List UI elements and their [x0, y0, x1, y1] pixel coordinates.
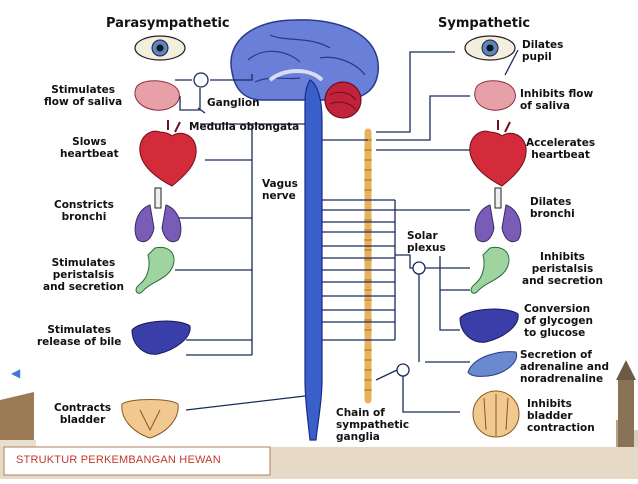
medulla-label: Medulla oblongata — [189, 121, 300, 133]
heart-icon — [139, 120, 197, 187]
spinal-cord-icon — [304, 79, 323, 441]
para-effect-bronchi: Constricts bronchi — [54, 199, 114, 223]
stomach-icon — [470, 246, 510, 294]
speaker-icon[interactable]: ◀ — [11, 366, 21, 380]
footer-title: STRUKTUR PERKEMBANGAN HEWAN — [16, 454, 221, 466]
stomach-icon — [135, 246, 175, 294]
bladder-icon — [472, 390, 520, 438]
para-effect-heart: Slows heartbeat — [60, 136, 119, 160]
heart-icon — [469, 120, 527, 187]
para-effect-saliva: Stimulates flow of saliva — [44, 84, 123, 108]
vagus-nerve-label: Vagus nerve — [262, 178, 298, 202]
lungs-icon — [134, 187, 182, 243]
chain-of-ganglia-label: Chain of sympathetic ganglia — [336, 407, 410, 443]
liver-icon — [131, 320, 191, 355]
solar-plexus-label: Solar plexus — [407, 230, 446, 254]
lungs-icon — [474, 187, 522, 243]
sympathetic-chain — [364, 128, 372, 404]
symp-effect-pupil: Dilates pupil — [522, 39, 564, 63]
symp-effect-peristalsis: Inhibits peristalsis and secretion — [522, 251, 603, 287]
symp-effect-glycogen: Conversion of glycogen to glucose — [524, 303, 593, 339]
eye-icon — [464, 35, 516, 61]
para-effect-bile: Stimulates release of bile — [37, 324, 122, 348]
sympathetic-header: Sympathetic — [438, 16, 531, 31]
symp-effect-adrenaline: Secretion of adrenaline and noradrenalin… — [520, 349, 609, 385]
adrenal-gland-icon — [467, 351, 518, 377]
para-effect-peristalsis: Stimulates peristalsis and secretion — [43, 257, 124, 293]
nerve-lines — [172, 49, 519, 413]
salivary-gland-icon — [474, 80, 516, 111]
eye-icon — [134, 35, 186, 61]
ganglion-label: Ganglion — [207, 97, 260, 109]
symp-effect-saliva: Inhibits flow of saliva — [520, 88, 594, 112]
para-effect-bladder: Contracts bladder — [54, 402, 112, 426]
symp-effect-bronchi: Dilates bronchi — [530, 196, 575, 220]
brain-icon — [230, 19, 379, 119]
liver-icon — [459, 308, 519, 343]
salivary-gland-icon — [134, 80, 180, 111]
symp-effect-bladder: Inhibits bladder contraction — [527, 398, 595, 434]
footer-box — [3, 446, 271, 476]
parasympathetic-header: Parasympathetic — [106, 16, 230, 31]
bladder-icon — [121, 399, 179, 439]
symp-effect-heart: Accelerates heartbeat — [526, 137, 596, 161]
cerebellum — [324, 81, 362, 119]
